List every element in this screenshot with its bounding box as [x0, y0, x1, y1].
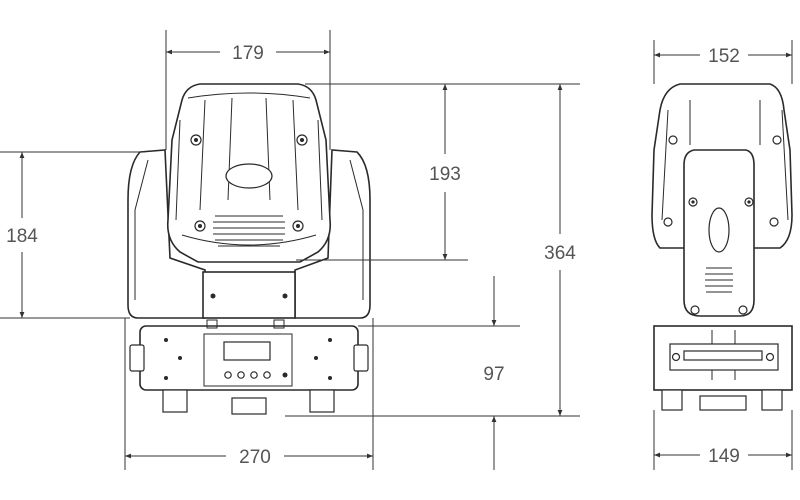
- side-view: [651, 83, 793, 411]
- dim-side-top-width: 152: [708, 46, 740, 67]
- dim-arm-height: 184: [6, 226, 38, 247]
- dim-front-top-width: 179: [232, 43, 264, 64]
- side-foot-left: [661, 389, 683, 411]
- dim-front-base-width: 270: [239, 447, 271, 468]
- front-view: [127, 83, 371, 415]
- foot-left: [162, 389, 188, 413]
- lcd-display: [223, 341, 271, 361]
- foot-center: [231, 397, 267, 415]
- side-yoke-oval: [708, 207, 730, 253]
- head-vent: [213, 215, 285, 247]
- right-handle: [353, 344, 369, 372]
- head-logo-oval: [225, 163, 273, 189]
- right-yoke-arm: [294, 149, 371, 319]
- dimension-lines: [0, 30, 793, 470]
- side-foot-right: [761, 389, 783, 411]
- side-foot-center: [699, 395, 747, 411]
- dim-head-height: 193: [429, 164, 461, 185]
- yoke-center: [202, 271, 296, 319]
- left-handle: [129, 344, 145, 372]
- side-vent: [705, 267, 733, 293]
- dim-base-height: 97: [483, 364, 504, 385]
- dim-side-base-width: 149: [708, 446, 740, 467]
- control-panel: [203, 333, 293, 387]
- left-yoke-arm: [127, 149, 206, 319]
- dim-total-height: 364: [544, 243, 576, 264]
- foot-right: [309, 389, 335, 413]
